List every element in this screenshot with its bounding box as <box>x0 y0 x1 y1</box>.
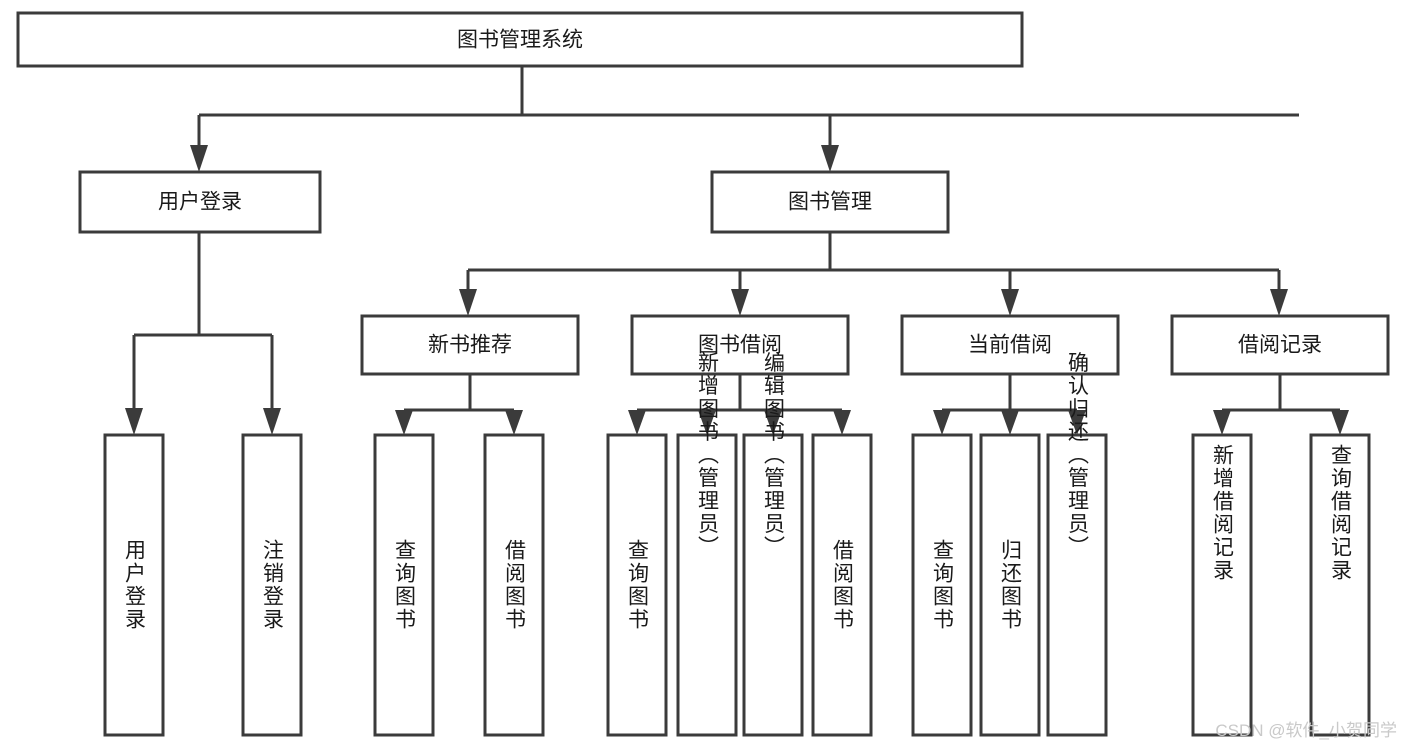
connector-root-to-level2 <box>190 66 1299 172</box>
node-current-borrow[interactable]: 当前借阅 <box>900 314 1120 376</box>
leaf-add-record[interactable]: 新增借阅记录 <box>1191 433 1253 737</box>
connector-book-manage-to-level3 <box>459 232 1288 316</box>
connector-user-login-to-leaves <box>125 232 281 435</box>
leaf-add-record-label: 新增借阅记录 <box>1211 444 1235 582</box>
leaf-query-record-label: 查询借阅记录 <box>1329 444 1353 582</box>
connector-borrow-record-to-leaves <box>1213 374 1349 435</box>
node-root[interactable]: 图书管理系统 <box>16 11 1024 68</box>
connector-book-borrow-to-leaves <box>628 374 851 435</box>
node-book-borrow[interactable]: 图书借阅 <box>630 314 850 376</box>
node-new-book-rec[interactable]: 新书推荐 <box>360 314 580 376</box>
csdn-watermark: CSDN @软件_小贺同学 <box>1215 721 1397 740</box>
leaf-add-book-label: 新增图书（管理员） <box>696 352 720 559</box>
leaf-query-book-borrow-label: 查询图书 <box>626 539 650 631</box>
node-current-borrow-label: 当前借阅 <box>968 334 1052 357</box>
leaf-query-book-rec[interactable]: 查询图书 <box>373 433 435 737</box>
leaf-add-book[interactable]: 新增图书（管理员） <box>676 352 738 737</box>
leaf-borrow-book-label: 借阅图书 <box>831 539 855 631</box>
leaf-confirm-return[interactable]: 确认归还（管理员） <box>1046 352 1108 737</box>
node-user-login-label: 用户登录 <box>158 191 242 214</box>
node-root-label: 图书管理系统 <box>457 29 583 52</box>
leaf-query-book-rec-label: 查询图书 <box>393 539 417 631</box>
leaf-user-login-label: 用户登录 <box>123 539 147 631</box>
leaf-logout-label: 注销登录 <box>261 539 285 631</box>
connector-new-book-rec-to-leaves <box>395 374 523 435</box>
leaf-borrow-book-rec[interactable]: 借阅图书 <box>483 433 545 737</box>
node-new-book-rec-label: 新书推荐 <box>428 334 512 357</box>
leaf-query-book-borrow[interactable]: 查询图书 <box>606 433 668 737</box>
leaf-return-book[interactable]: 归还图书 <box>979 433 1041 737</box>
node-borrow-record-label: 借阅记录 <box>1238 334 1322 357</box>
leaf-edit-book[interactable]: 编辑图书（管理员） <box>742 352 804 737</box>
node-book-borrow-label: 图书借阅 <box>698 334 782 357</box>
node-book-manage[interactable]: 图书管理 <box>710 170 950 234</box>
leaf-logout[interactable]: 注销登录 <box>241 433 303 737</box>
leaf-confirm-return-label: 确认归还（管理员） <box>1066 352 1090 559</box>
leaf-return-book-label: 归还图书 <box>999 539 1023 631</box>
leaf-query-book-current[interactable]: 查询图书 <box>911 433 973 737</box>
leaf-query-record[interactable]: 查询借阅记录 <box>1309 433 1371 737</box>
leaf-borrow-book[interactable]: 借阅图书 <box>811 433 873 737</box>
connector-current-borrow-to-leaves <box>933 374 1086 435</box>
leaf-edit-book-label: 编辑图书（管理员） <box>762 352 786 559</box>
leaf-query-book-current-label: 查询图书 <box>931 539 955 631</box>
node-book-manage-label: 图书管理 <box>788 191 872 214</box>
leaf-user-login[interactable]: 用户登录 <box>103 433 165 737</box>
node-borrow-record[interactable]: 借阅记录 <box>1170 314 1390 376</box>
node-user-login[interactable]: 用户登录 <box>78 170 322 234</box>
leaf-borrow-book-rec-label: 借阅图书 <box>503 539 527 631</box>
